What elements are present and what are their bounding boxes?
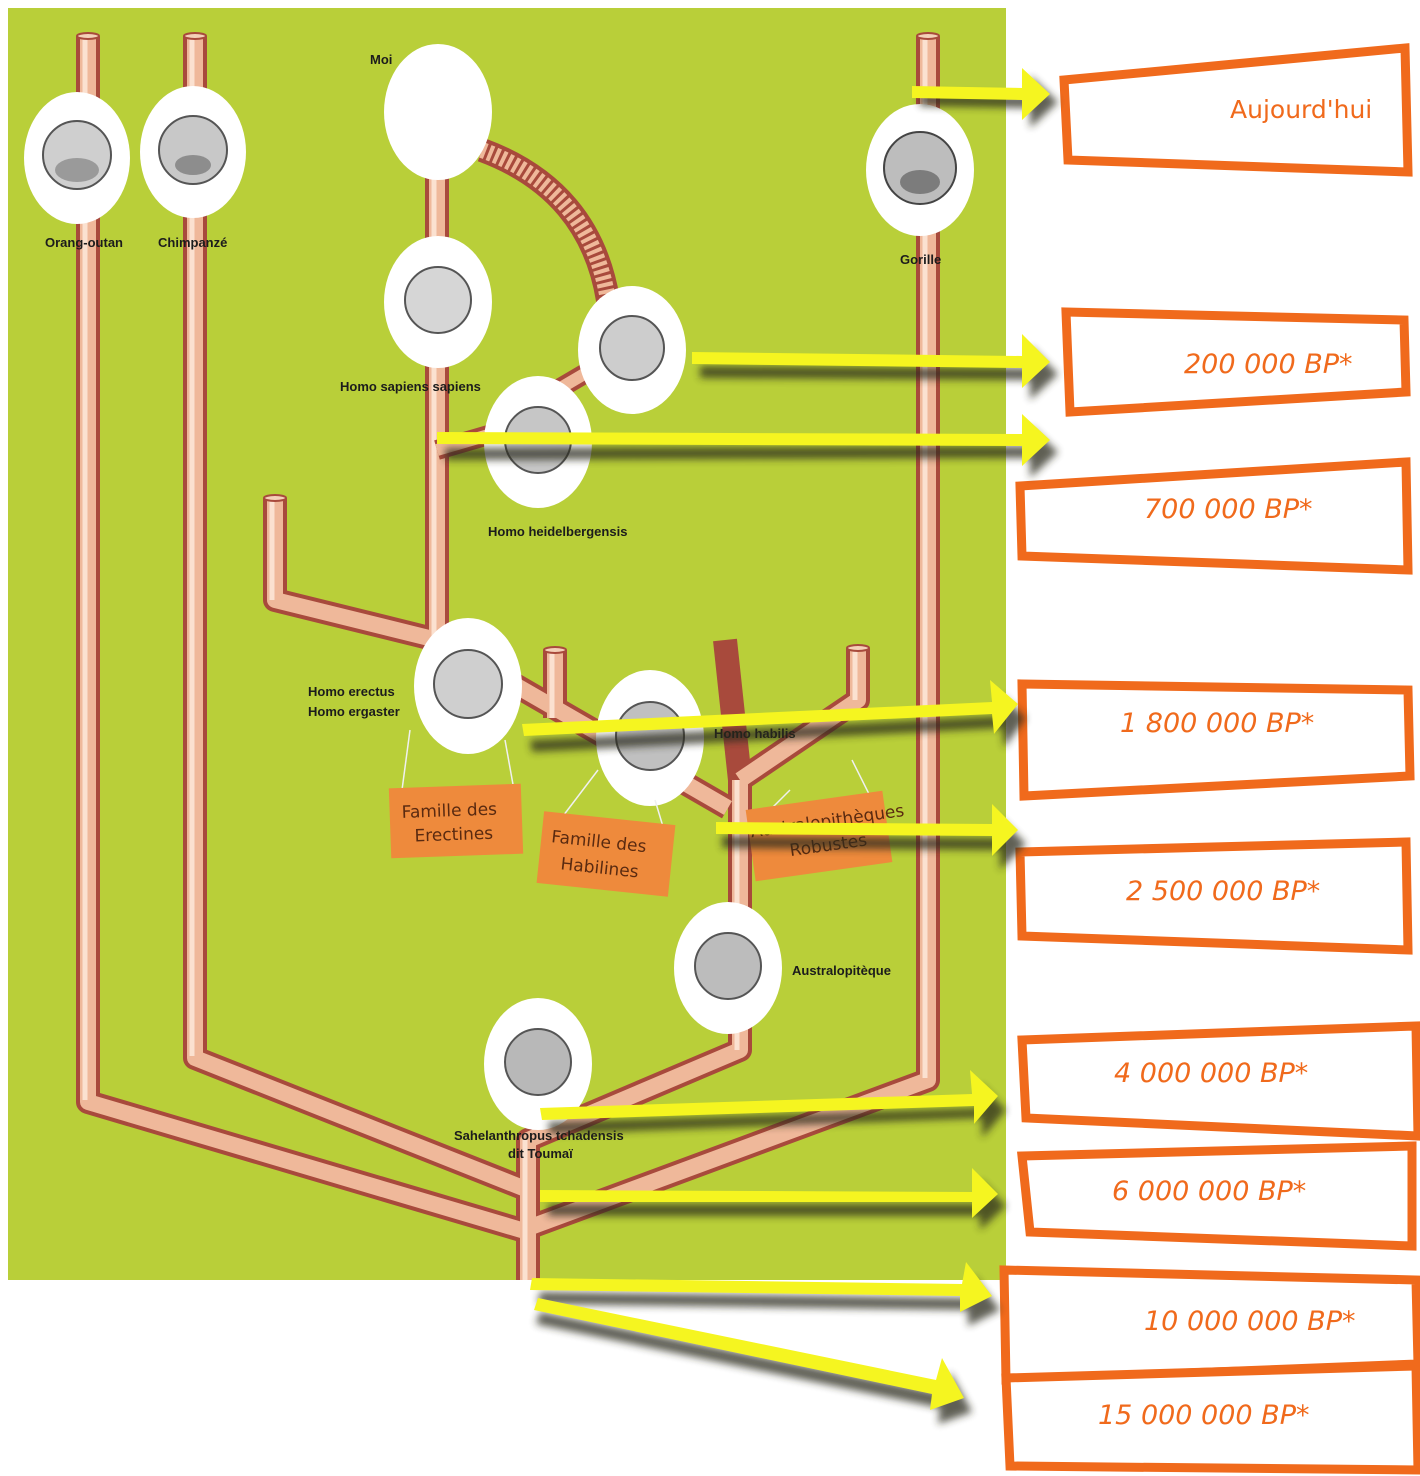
label-australopitheque: Australopitèque [792,963,891,978]
arrow-10m [530,1262,992,1312]
australopitheque-portrait [674,902,782,1034]
arrow-4m [540,1070,998,1124]
frame-200k [1061,307,1411,417]
family-erectines-line2: Erectines [414,824,493,847]
era-200k: 200 000 BP* [1184,349,1353,380]
label-chimpanze: Chimpanzé [158,235,227,250]
timeline-frames [999,43,1420,1475]
era-2-5m: 2 500 000 BP* [1126,876,1320,907]
chimpanze-portrait [140,86,246,218]
gorille-portrait [866,104,974,236]
label-homo-sapiens: Homo sapiens sapiens [340,379,481,394]
arrow-2-5m [716,804,1018,856]
era-10m: 10 000 000 BP* [1144,1306,1355,1337]
label-homo-ergaster: Homo ergaster [308,704,400,719]
frame-700k [1015,457,1413,575]
arrow-700k [437,414,1050,466]
frame-15m [1001,1361,1420,1475]
label-moi: Moi [370,52,392,67]
label-homo-heidelbergensis: Homo heidelbergensis [488,524,627,539]
label-homo-erectus: Homo erectus [308,684,395,699]
frame-6m [1017,1141,1417,1251]
sahelanthropus-portrait [484,998,592,1130]
label-gorille: Gorille [900,252,941,267]
era-700k: 700 000 BP* [1144,494,1313,525]
frame-2-5m [1015,837,1413,955]
homo-sapiens-portrait [384,236,492,368]
arrow-1-8m [522,680,1018,736]
family-tag-habilines: Famille des Habilines [536,811,676,897]
homo-neandertal-portrait [578,286,686,414]
family-tag-erectines: Famille des Erectines [388,783,524,859]
orang-outan-portrait [24,92,130,224]
family-tag-australopitheques: Australopithèques Robustes [745,790,906,882]
arrow-200k [692,334,1050,388]
era-4m: 4 000 000 BP* [1114,1058,1308,1089]
era-6m: 6 000 000 BP* [1112,1176,1306,1207]
label-toumai: dit Toumaï [508,1146,573,1161]
family-erectines-line1: Famille des [401,800,497,823]
frame-1-8m [1017,679,1415,801]
portraits [24,44,974,1130]
arrow-today [912,68,1050,120]
arrow-15m [534,1298,964,1410]
moi-portrait [384,44,492,180]
arrow-6m [540,1168,998,1218]
frame-today [1059,43,1413,177]
timeline-labels: Aujourd'hui 200 000 BP* 700 000 BP* 1 80… [1098,95,1372,1431]
homo-erectus-portrait [414,618,522,754]
era-15m: 15 000 000 BP* [1098,1400,1309,1431]
era-today: Aujourd'hui [1230,95,1372,124]
frame-4m [1017,1021,1420,1141]
timeline-arrows [437,68,1058,1424]
label-orang-outan: Orang-outan [45,235,123,250]
era-1-8m: 1 800 000 BP* [1120,708,1314,739]
